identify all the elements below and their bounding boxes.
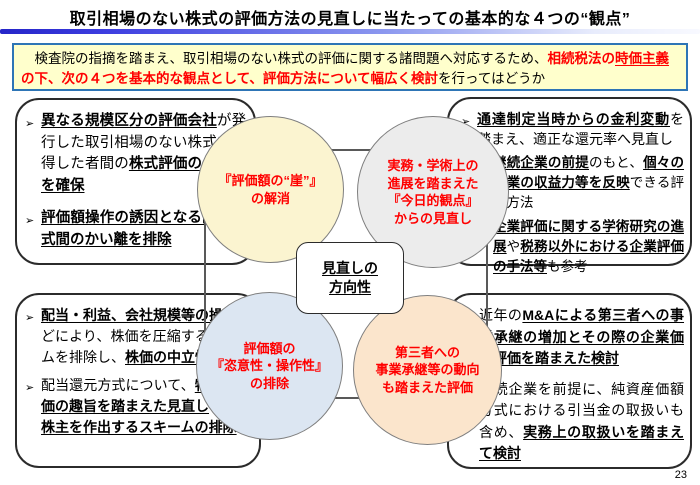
circle-label: 評価額の『恣意性・操作性』の排除 xyxy=(210,340,328,391)
arrow-bullet-icon: ➢ xyxy=(461,116,471,128)
page-number: 23 xyxy=(674,469,687,481)
circle-label: 実務・学術上の進展を踏まえた『今日的観点』からの見直し xyxy=(387,158,479,226)
bullet-text: 配当・利益、会社規模等の操作などにより、株価を圧縮するスキームを排除し、株価の中… xyxy=(41,307,251,365)
bullet-item: ➢ 配当・利益、会社規模等の操作などにより、株価を圧縮するスキームを排除し、株価… xyxy=(25,305,251,368)
bullet-item: ➢ 近年のM&Aによる第三者への事業承継の増加とその際の企業価値評価を踏まえた検… xyxy=(463,305,684,370)
circle-arbitrariness-removal: 評価額の『恣意性・操作性』の排除 xyxy=(196,292,343,440)
arrow-bullet-icon: ➢ xyxy=(25,118,35,130)
bullet-item: ➢ 評価額操作の誘因となる評価方式間のかい離を排除 xyxy=(25,208,246,251)
arrow-bullet-icon: ➢ xyxy=(25,215,35,227)
arrow-bullet-icon: ➢ xyxy=(25,382,35,394)
bullet-text: 近年のM&Aによる第三者への事業承継の増加とその際の企業価値評価を踏まえた検討 xyxy=(479,307,685,366)
center-direction-label: 見直しの方向性 xyxy=(322,260,378,295)
circle-third-party-succession: 第三者への事業承継等の動向も踏まえた評価 xyxy=(353,295,502,445)
title-underline-rule xyxy=(0,29,700,34)
bullet-text: 企業評価に関する学術研究の進展や税務以外における企業評価の手法等も参考 xyxy=(493,219,685,274)
page-title: 取引相場のない株式の評価方法の見直しに当たっての基本的な４つの“観点” xyxy=(69,11,631,28)
bullet-text: 評価額操作の誘因となる評価方式間のかい離を排除 xyxy=(41,210,246,248)
circle-label: 第三者への事業承継等の動向も踏まえた評価 xyxy=(375,344,480,395)
arrow-bullet-icon: ➢ xyxy=(25,312,35,324)
bullet-item: ➢ 通達制定当時からの金利変動を踏まえ、適正な還元率へ見直し xyxy=(461,109,684,149)
bullet-text: 継続企業を前提に、純資産価額方式における引当金の取扱いも含め、実務上の取扱いを踏… xyxy=(479,380,685,462)
bullet-text: 継続企業の前提のもと、個々の企業の収益力等を反映できる評価方法 xyxy=(493,155,685,210)
circle-valuation-cliff: 『評価額の“崖”』の解消 xyxy=(197,116,344,263)
circle-label: 『評価額の“崖”』の解消 xyxy=(218,173,323,206)
bullet-text: 通達制定当時からの金利変動を踏まえ、適正な還元率へ見直し xyxy=(477,111,684,147)
lead-summary-box: 検査院の指摘を踏まえ、取引相場のない株式の評価に関する諸問題へ対応するため、相続… xyxy=(12,43,688,91)
bullet-item: ➢ 企業評価に関する学術研究の進展や税務以外における企業評価の手法等も参考 xyxy=(477,217,684,277)
lead-summary-text: 検査院の指摘を踏まえ、取引相場のない株式の評価に関する諸問題へ対応するため、相続… xyxy=(21,51,669,86)
bullet-item: ➢ 継続企業を前提に、純資産価額方式における引当金の取扱いも含め、実務上の取扱い… xyxy=(463,379,684,465)
center-direction-box: 見直しの方向性 xyxy=(296,242,404,314)
